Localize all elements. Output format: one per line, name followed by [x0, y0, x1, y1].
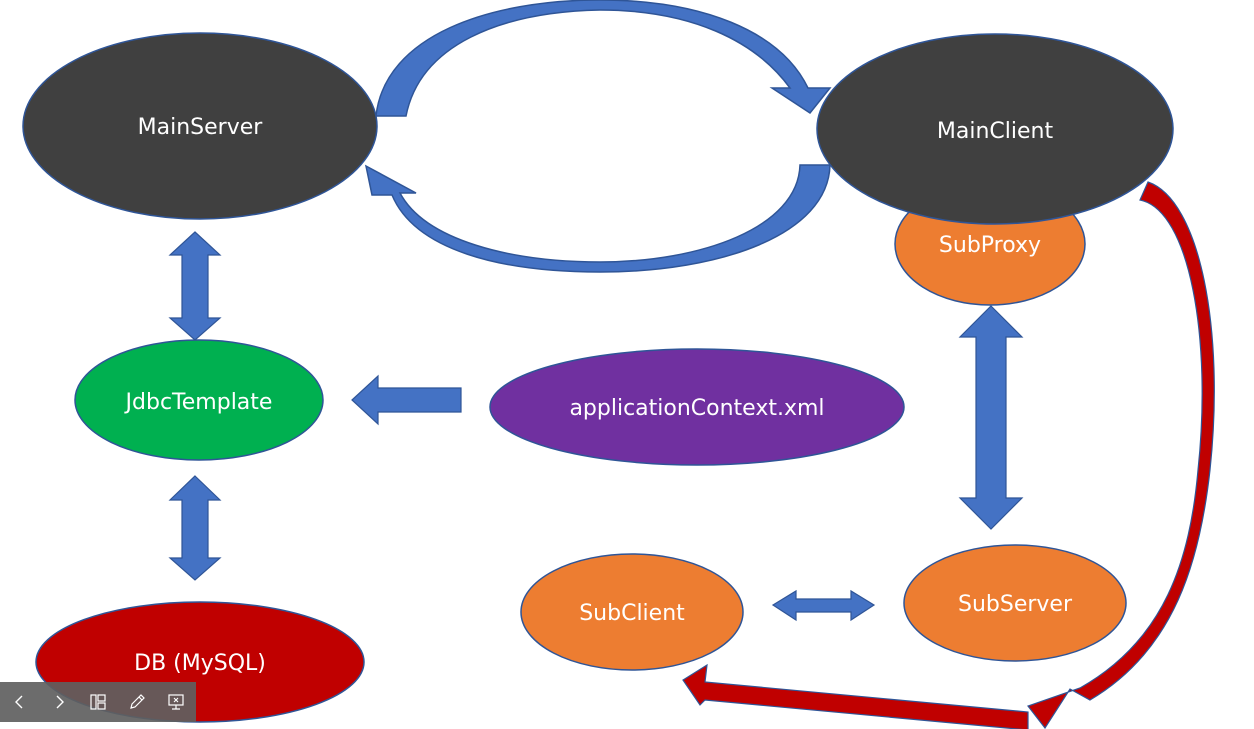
subserver-shape [903, 544, 1127, 662]
arrow-mainclient-to-subclient [682, 181, 1215, 729]
mainserver-label: MainServer [138, 115, 264, 140]
arrow-mainclient-to-mainserver [364, 164, 831, 273]
node-subserver: SubServer [903, 544, 1127, 662]
arrow-subclient-subserver [771, 589, 876, 622]
next-slide-button[interactable] [39, 682, 78, 722]
slide-sorter-icon [89, 694, 106, 710]
db-label: DB (MySQL) [134, 651, 266, 676]
previous-slide-button[interactable] [0, 682, 39, 722]
subclient-label: SubClient [579, 601, 685, 626]
node-appcontext: applicationContext.xml [489, 348, 905, 466]
arrow-mainserver-to-mainclient [375, 0, 832, 117]
chevron-left-icon [14, 695, 22, 709]
screen-icon [167, 694, 184, 710]
pen-button[interactable] [117, 682, 156, 722]
jdbctemplate-shape [74, 339, 324, 461]
appcontext-label: applicationContext.xml [569, 396, 824, 421]
arrow-subproxy-subserver [958, 305, 1024, 530]
pen-icon [129, 694, 145, 709]
arrow-jdbctemplate-db [168, 475, 222, 581]
node-mainclient: MainClient [816, 33, 1174, 225]
node-jdbctemplate: JdbcTemplate [74, 339, 324, 461]
node-subclient: SubClient [520, 553, 744, 671]
mainserver-shape [22, 32, 378, 220]
mainclient-label: MainClient [937, 119, 1054, 144]
arrow-mainserver-jdbctemplate [168, 231, 222, 341]
subproxy-label: SubProxy [939, 233, 1041, 258]
jdbctemplate-label: JdbcTemplate [124, 390, 273, 415]
subclient-shape [520, 553, 744, 671]
mainclient-shape [816, 33, 1174, 225]
chevron-right-icon [56, 695, 64, 709]
slide-sorter-button[interactable] [78, 682, 117, 722]
slideshow-toolbar [0, 682, 196, 722]
screen-options-button[interactable] [156, 682, 195, 722]
subserver-label: SubServer [958, 592, 1073, 617]
appcontext-shape [489, 348, 905, 466]
node-mainserver: MainServer [22, 32, 378, 220]
arrow-appcontext-jdbctemplate [351, 374, 462, 426]
